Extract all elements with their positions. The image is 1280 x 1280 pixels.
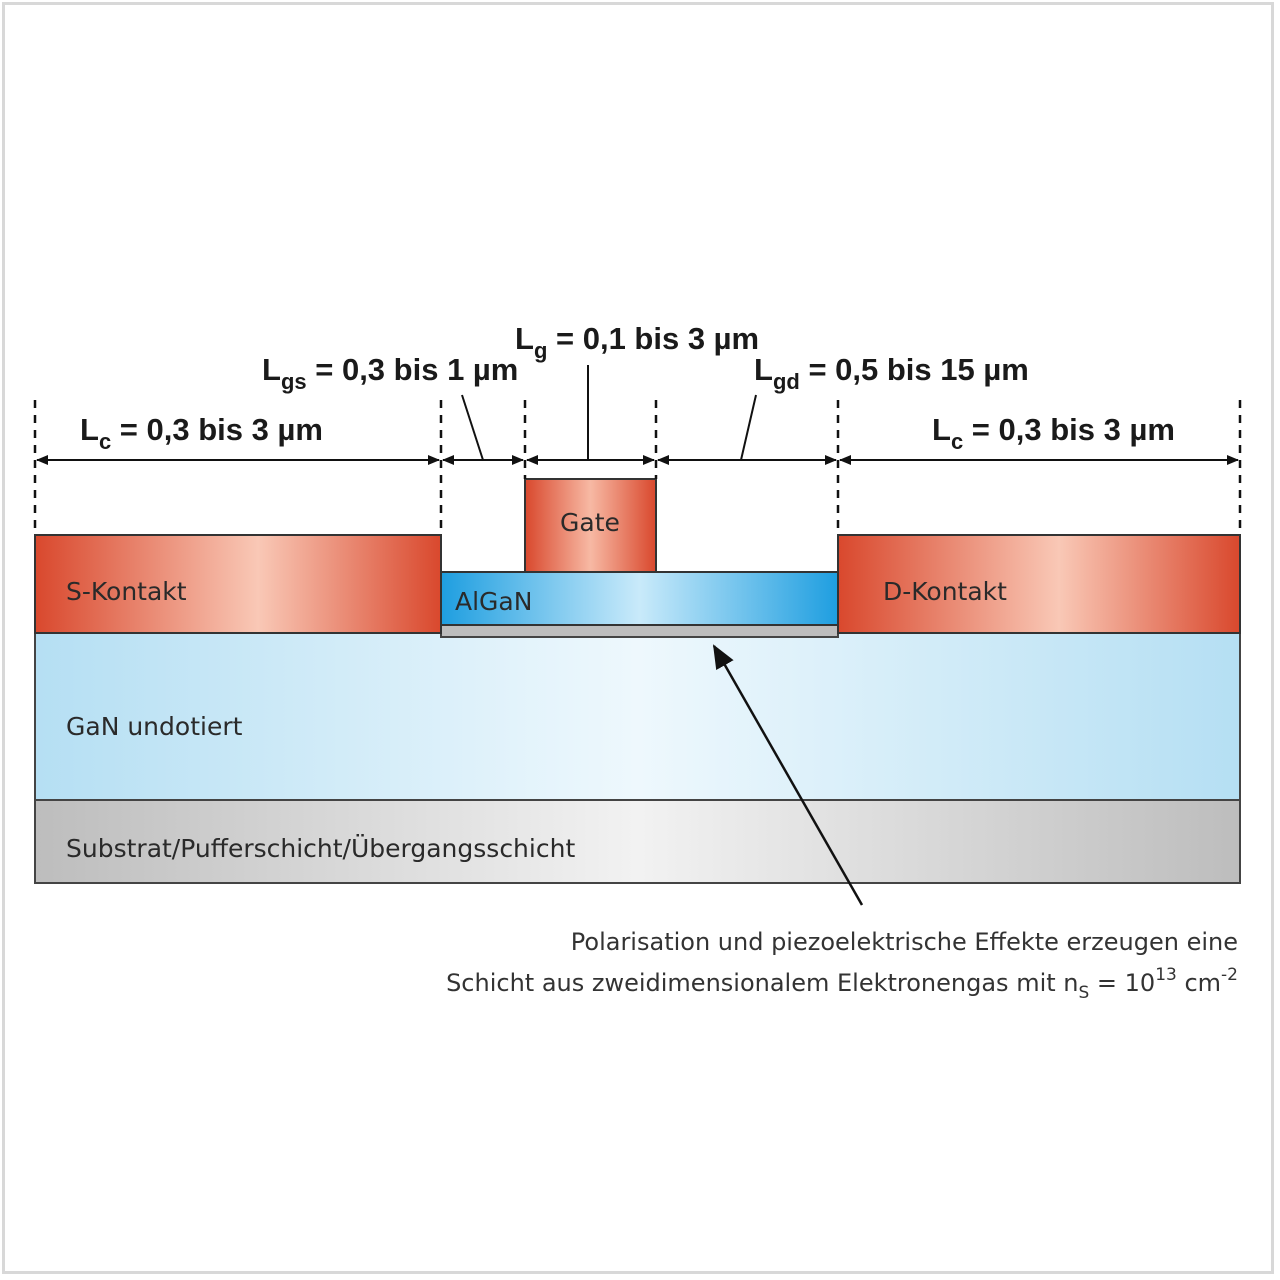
2deg-annotation-arrow <box>712 644 864 906</box>
gan-layer <box>34 632 1241 801</box>
gate-contact <box>524 478 657 573</box>
lc-right-label: Lc = 0,3 bis 3 µm <box>932 412 1175 454</box>
d-contact <box>837 534 1241 634</box>
extension-lines <box>33 400 1242 535</box>
gan-label: GaN undotiert <box>66 712 243 741</box>
d-contact-label: D-Kontakt <box>883 577 1007 606</box>
substrate-label: Substrat/Pufferschicht/Übergangsschicht <box>66 834 575 863</box>
lg-label: Lg = 0,1 bis 3 µm <box>515 321 759 363</box>
annotation-line-1: Polarisation und piezoelektrische Effekt… <box>571 928 1238 956</box>
leader-lines <box>461 365 757 461</box>
annotation-line-2: Schicht aus zweidimensionalem Elektronen… <box>446 965 1238 1003</box>
algan-label: AlGaN <box>455 587 532 616</box>
lc-left-label: Lc = 0,3 bis 3 µm <box>80 412 323 454</box>
lgd-label: Lgd = 0,5 bis 15 µm <box>754 352 1029 394</box>
s-contact-label: S-Kontakt <box>66 577 187 606</box>
gate-label: Gate <box>560 508 620 537</box>
s-contact <box>34 534 442 634</box>
lgs-label: Lgs = 0,3 bis 1 µm <box>262 352 518 394</box>
